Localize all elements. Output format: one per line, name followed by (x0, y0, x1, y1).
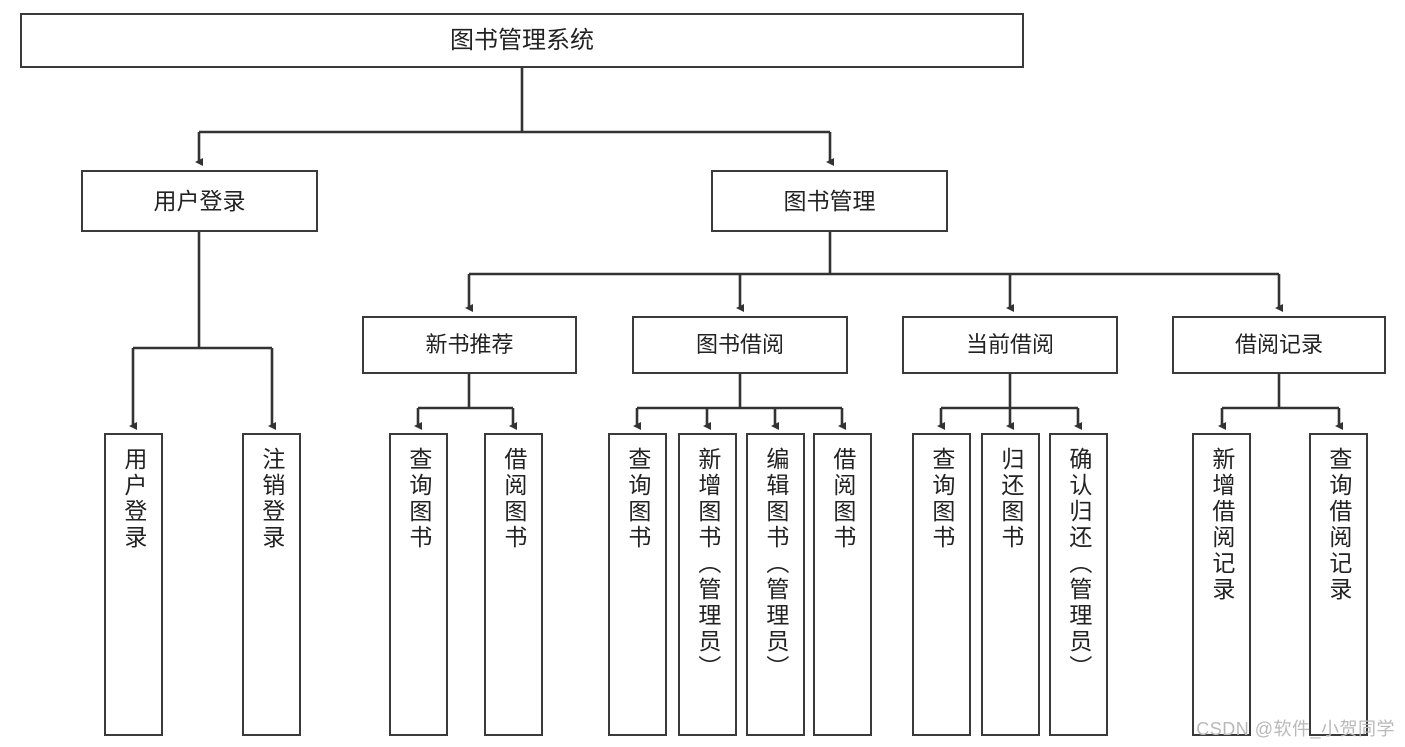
node-book-borrow-label: 图书借阅 (695, 332, 784, 358)
leaf-borrow-book-2[interactable]: 借阅图书 (813, 433, 872, 736)
node-book-manage[interactable]: 图书管理 (711, 170, 948, 232)
leaf-add-record[interactable]: 新增借阅记录 (1192, 433, 1251, 736)
leaf-return-book-label: 归还图书 (997, 447, 1024, 551)
node-book-manage-label: 图书管理 (783, 187, 876, 214)
node-root[interactable]: 图书管理系统 (20, 13, 1024, 68)
leaf-query-record-label: 查询借阅记录 (1325, 447, 1352, 603)
node-borrow-record[interactable]: 借阅记录 (1172, 316, 1386, 374)
node-user-login[interactable]: 用户登录 (81, 170, 318, 232)
leaf-user-login[interactable]: 用户登录 (104, 433, 163, 736)
leaf-add-book[interactable]: 新增图书（管理员） (678, 433, 737, 736)
node-borrow-record-label: 借阅记录 (1234, 332, 1323, 358)
node-user-login-label: 用户登录 (153, 187, 246, 214)
leaf-confirm-return[interactable]: 确认归还（管理员） (1049, 433, 1108, 736)
leaf-query-record[interactable]: 查询借阅记录 (1309, 433, 1368, 736)
node-new-book-recommend-label: 新书推荐 (425, 332, 514, 358)
leaf-add-record-label: 新增借阅记录 (1208, 447, 1235, 603)
node-root-label: 图书管理系统 (450, 26, 594, 54)
node-book-borrow[interactable]: 图书借阅 (632, 316, 848, 374)
leaf-add-book-label: 新增图书（管理员） (694, 447, 721, 681)
node-current-borrow-label: 当前借阅 (965, 332, 1054, 358)
leaf-confirm-return-label: 确认归还（管理员） (1065, 447, 1092, 681)
leaf-logout-label: 注销登录 (258, 447, 285, 551)
leaf-query-book-3[interactable]: 查询图书 (912, 433, 971, 736)
leaf-return-book[interactable]: 归还图书 (981, 433, 1040, 736)
leaf-borrow-book-1-label: 借阅图书 (500, 447, 527, 551)
leaf-user-login-label: 用户登录 (120, 447, 147, 551)
leaf-borrow-book-2-label: 借阅图书 (829, 447, 856, 551)
leaf-query-book-2[interactable]: 查询图书 (608, 433, 667, 736)
leaf-query-book-1[interactable]: 查询图书 (389, 433, 448, 736)
leaf-edit-book[interactable]: 编辑图书（管理员） (746, 433, 805, 736)
node-new-book-recommend[interactable]: 新书推荐 (362, 316, 577, 374)
leaf-query-book-3-label: 查询图书 (928, 447, 955, 551)
node-current-borrow[interactable]: 当前借阅 (902, 316, 1118, 374)
leaf-query-book-2-label: 查询图书 (624, 447, 651, 551)
leaf-query-book-1-label: 查询图书 (405, 447, 432, 551)
leaf-logout[interactable]: 注销登录 (242, 433, 301, 736)
leaf-borrow-book-1[interactable]: 借阅图书 (484, 433, 543, 736)
leaf-edit-book-label: 编辑图书（管理员） (762, 447, 789, 681)
watermark: CSDN @软件_小贺同学 (1196, 719, 1395, 739)
